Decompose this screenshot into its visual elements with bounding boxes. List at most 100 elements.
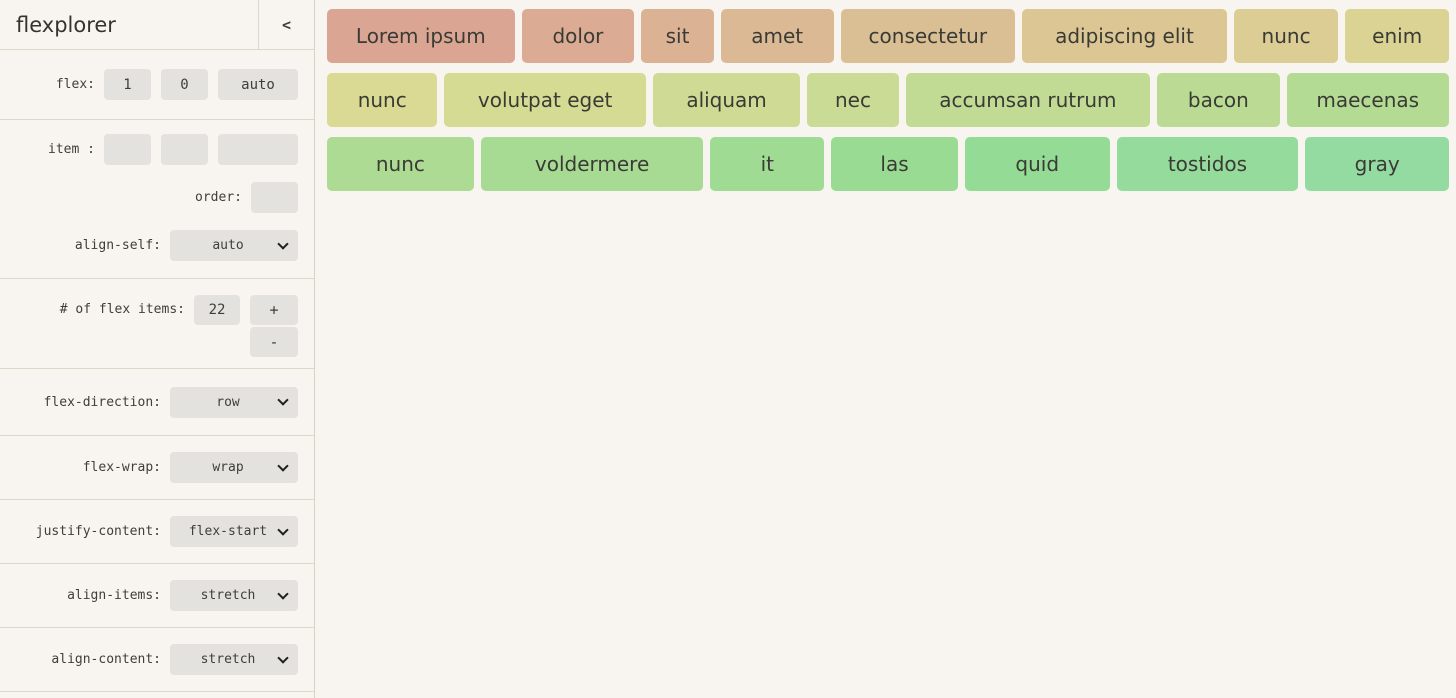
flex-item-label: adipiscing elit [1055, 24, 1194, 48]
sidebar: flexplorer < flex: item : order: align-s… [0, 0, 315, 698]
align-self-row: align-self: auto [0, 230, 314, 261]
flex-row: flex: [0, 69, 314, 100]
flex-item-label: sit [665, 24, 690, 48]
align-items-value: stretch [200, 588, 256, 603]
item-count-row: # of flex items: + - [0, 295, 314, 357]
flex-item: bacon [1157, 73, 1280, 127]
flex-item: enim [1345, 9, 1449, 63]
flex-direction-section: flex-direction: row [0, 369, 314, 436]
item-flex-shrink-input[interactable] [161, 134, 208, 165]
flex-item-label: nunc [375, 152, 425, 176]
flex-item: dolor [521, 9, 635, 63]
flex-item-label: volutpat eget [477, 88, 613, 112]
flex-item: consectetur [840, 9, 1016, 63]
flex-item: las [831, 137, 958, 191]
chevron-down-icon [277, 394, 289, 406]
flex-item: maecenas [1286, 73, 1449, 127]
item-count-stepper: + - [250, 295, 298, 357]
justify-content-select[interactable]: flex-start [170, 516, 298, 547]
flex-item: sit [641, 9, 714, 63]
flex-item-label: enim [1372, 24, 1423, 48]
item-section: item : order: align-self: auto [0, 120, 314, 279]
align-content-select[interactable]: stretch [170, 644, 298, 675]
chevron-down-icon [277, 523, 289, 536]
flex-item: it [710, 137, 825, 191]
flex-item: accumsan rutrum [905, 73, 1151, 127]
flex-item: amet [720, 9, 834, 63]
flex-item-label: nunc [357, 88, 407, 112]
flex-canvas: Lorem ipsum dolor sit amet consectetur a… [315, 0, 1456, 698]
flex-item-label: amet [751, 24, 804, 48]
item-flex-grow-input[interactable] [104, 134, 151, 165]
justify-content-label: justify-content: [35, 524, 161, 539]
align-items-select[interactable]: stretch [170, 580, 298, 611]
remove-item-button[interactable]: - [250, 327, 298, 357]
chevron-down-icon [277, 587, 289, 600]
flex-item-label: consectetur [868, 24, 988, 48]
flex-label: flex: [55, 77, 95, 92]
flex-item-label: quid [1015, 152, 1060, 176]
flex-item-label: Lorem ipsum [355, 24, 486, 48]
item-count-label: # of flex items: [59, 302, 185, 317]
flex-direction-select[interactable]: row [170, 386, 298, 418]
flex-item-label: gray [1354, 152, 1400, 176]
flex-direction-value: row [216, 394, 240, 410]
flex-wrap-select[interactable]: wrap [170, 452, 298, 483]
item-flex-basis-input[interactable] [218, 134, 298, 165]
flex-item-label: it [760, 152, 774, 176]
chevron-left-icon: < [281, 15, 292, 34]
flex-item-label: nec [834, 88, 871, 112]
flex-item-label: las [880, 152, 909, 176]
justify-content-value: flex-start [188, 524, 268, 539]
flex-item: nunc [1233, 9, 1339, 63]
flex-item: nunc [327, 73, 438, 127]
flex-item: adipiscing elit [1022, 9, 1227, 63]
flex-item: quid [964, 137, 1110, 191]
flex-basis-input[interactable] [218, 69, 298, 100]
sidebar-header: flexplorer < [0, 0, 314, 50]
flex-item-label: tostidos [1167, 152, 1248, 176]
chevron-down-icon [277, 459, 289, 472]
order-input[interactable] [251, 182, 298, 213]
align-content-section: align-content: stretch [0, 628, 314, 692]
item-count-section: # of flex items: + - [0, 279, 314, 369]
flex-item: tostidos [1116, 137, 1299, 191]
align-items-label: align-items: [67, 588, 161, 603]
flex-direction-label: flex-direction: [43, 394, 161, 410]
flex-wrap-section: flex-wrap: wrap [0, 436, 314, 500]
app-title: flexplorer [16, 12, 116, 37]
align-content-value: stretch [200, 652, 256, 667]
item-count-input[interactable] [194, 295, 240, 325]
flex-item-label: nunc [1261, 24, 1311, 48]
flex-section: flex: [0, 50, 314, 120]
chevron-down-icon [277, 651, 289, 664]
justify-content-section: justify-content: flex-start [0, 500, 314, 564]
align-self-select[interactable]: auto [170, 230, 298, 261]
flex-item-label: bacon [1187, 88, 1249, 112]
flex-item: nec [807, 73, 899, 127]
flex-item: Lorem ipsum [327, 9, 515, 63]
order-row: order: [0, 182, 314, 213]
flex-grow-input[interactable] [104, 69, 151, 100]
flex-wrap-label: flex-wrap: [82, 460, 161, 475]
flex-item: nunc [327, 137, 474, 191]
flex-item-label: voldermere [534, 152, 650, 176]
align-self-value: auto [212, 238, 244, 253]
align-content-label: align-content: [51, 652, 161, 667]
order-label: order: [195, 190, 242, 205]
flex-wrap-value: wrap [212, 460, 244, 475]
item-label: item : [48, 142, 95, 157]
flex-item: gray [1305, 137, 1450, 191]
chevron-down-icon [277, 237, 289, 250]
collapse-sidebar-button[interactable]: < [258, 0, 314, 49]
flex-item: volutpat eget [444, 73, 646, 127]
add-item-button[interactable]: + [250, 295, 298, 325]
flex-item-label: accumsan rutrum [939, 88, 1117, 112]
flex-item-label: maecenas [1316, 88, 1420, 112]
flex-item-label: aliquam [686, 88, 767, 112]
flex-item-label: dolor [552, 24, 604, 48]
flex-item: voldermere [480, 137, 704, 191]
flex-shrink-input[interactable] [161, 69, 208, 100]
align-items-section: align-items: stretch [0, 564, 314, 628]
item-row: item : [0, 134, 314, 165]
